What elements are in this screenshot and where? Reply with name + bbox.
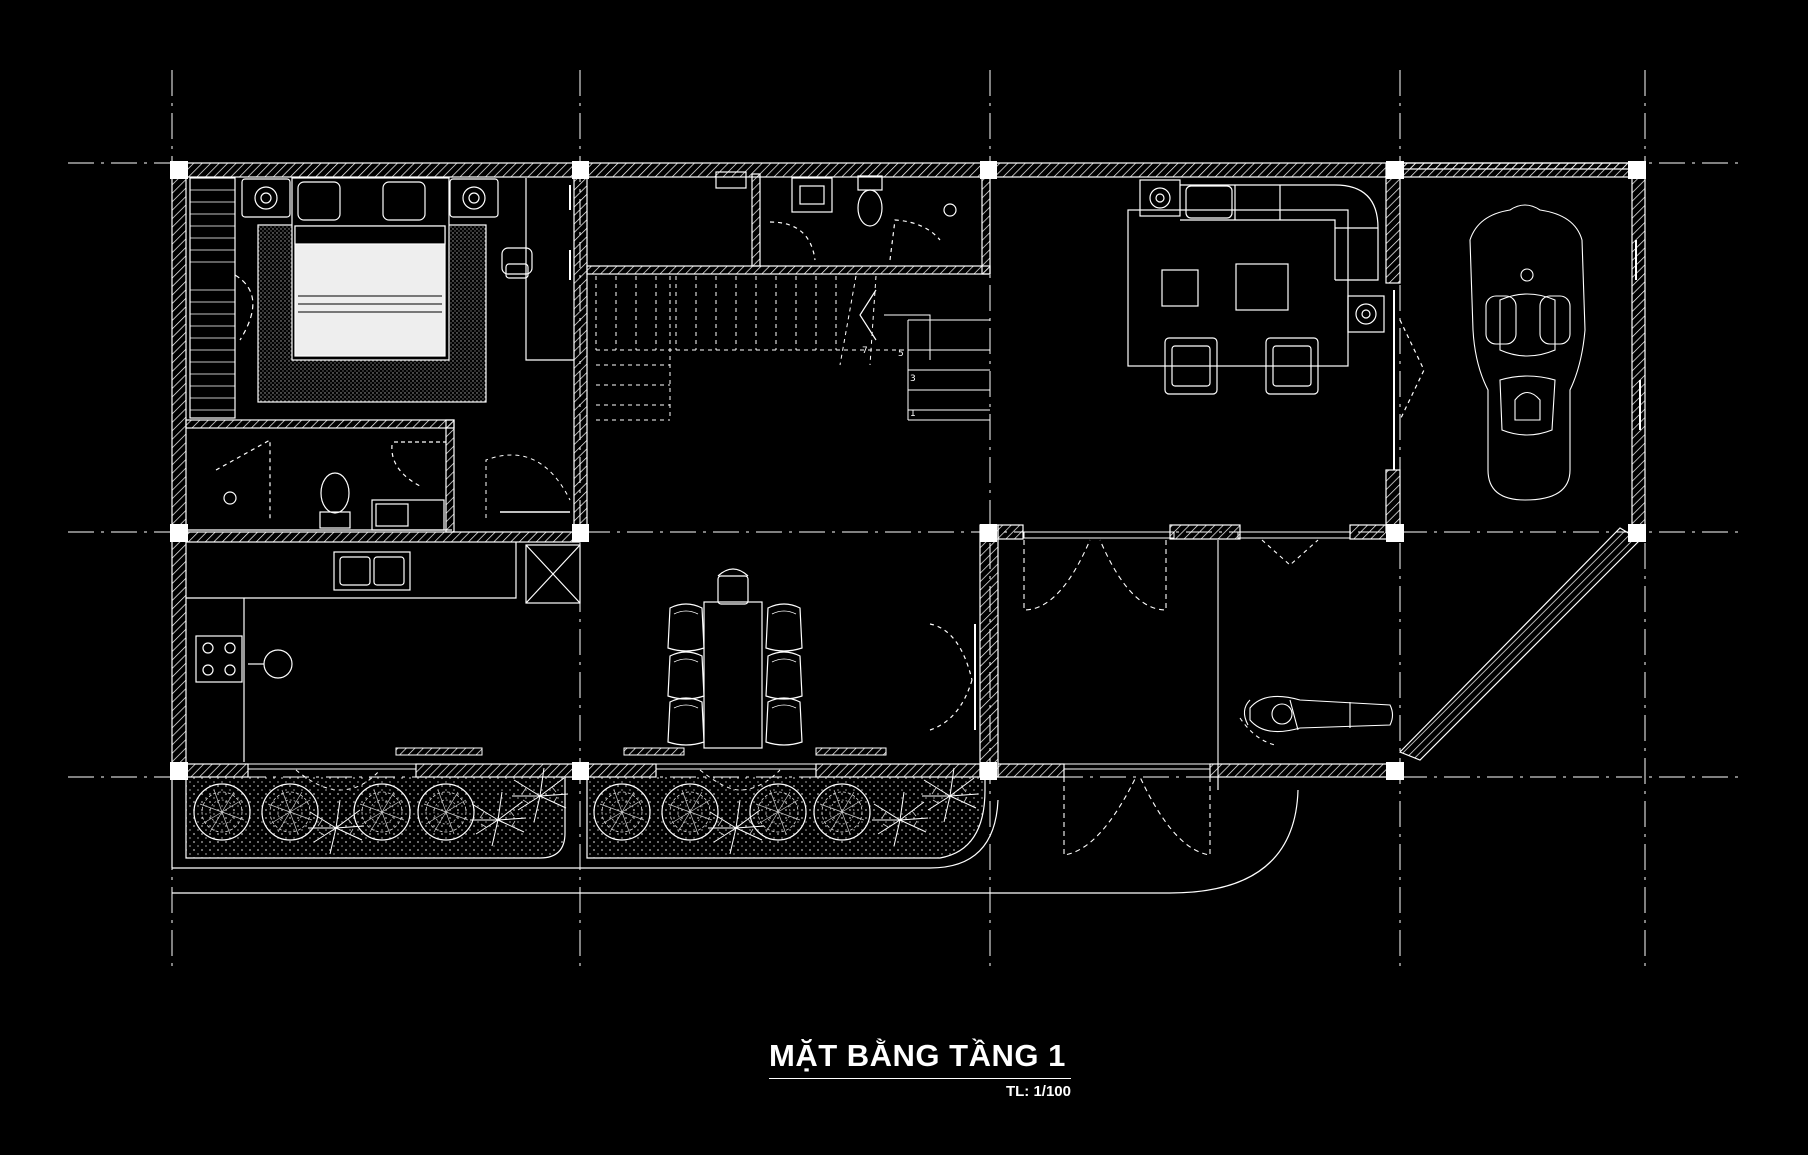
stair-step-1: 1 xyxy=(910,409,916,419)
stair-step-7: 7 xyxy=(862,346,868,356)
title-block: MẶT BẰNG TẦNG 1 TL: 1/100 xyxy=(769,1036,1071,1100)
dining-room xyxy=(667,568,976,749)
planter xyxy=(171,767,1299,894)
stair-step-numbers: 1 3 5 7 xyxy=(862,346,916,419)
bathroom-1 xyxy=(186,438,452,531)
kitchen xyxy=(186,542,581,762)
walls xyxy=(171,162,1646,778)
living-room xyxy=(1127,179,1425,470)
bathroom-2 xyxy=(569,171,957,280)
title-underline xyxy=(769,1078,1071,1079)
stairs xyxy=(485,275,990,518)
stair-step-3: 3 xyxy=(910,374,916,384)
entrance-hall xyxy=(1023,539,1394,856)
columns xyxy=(170,161,1646,780)
plan-title: MẶT BẰNG TẦNG 1 xyxy=(769,1038,1066,1073)
garage xyxy=(1469,204,1641,501)
bedroom xyxy=(189,177,574,419)
stair-step-5: 5 xyxy=(898,349,904,359)
plan-scale: TL: 1/100 xyxy=(1005,1083,1071,1100)
windows-front xyxy=(247,531,1351,791)
